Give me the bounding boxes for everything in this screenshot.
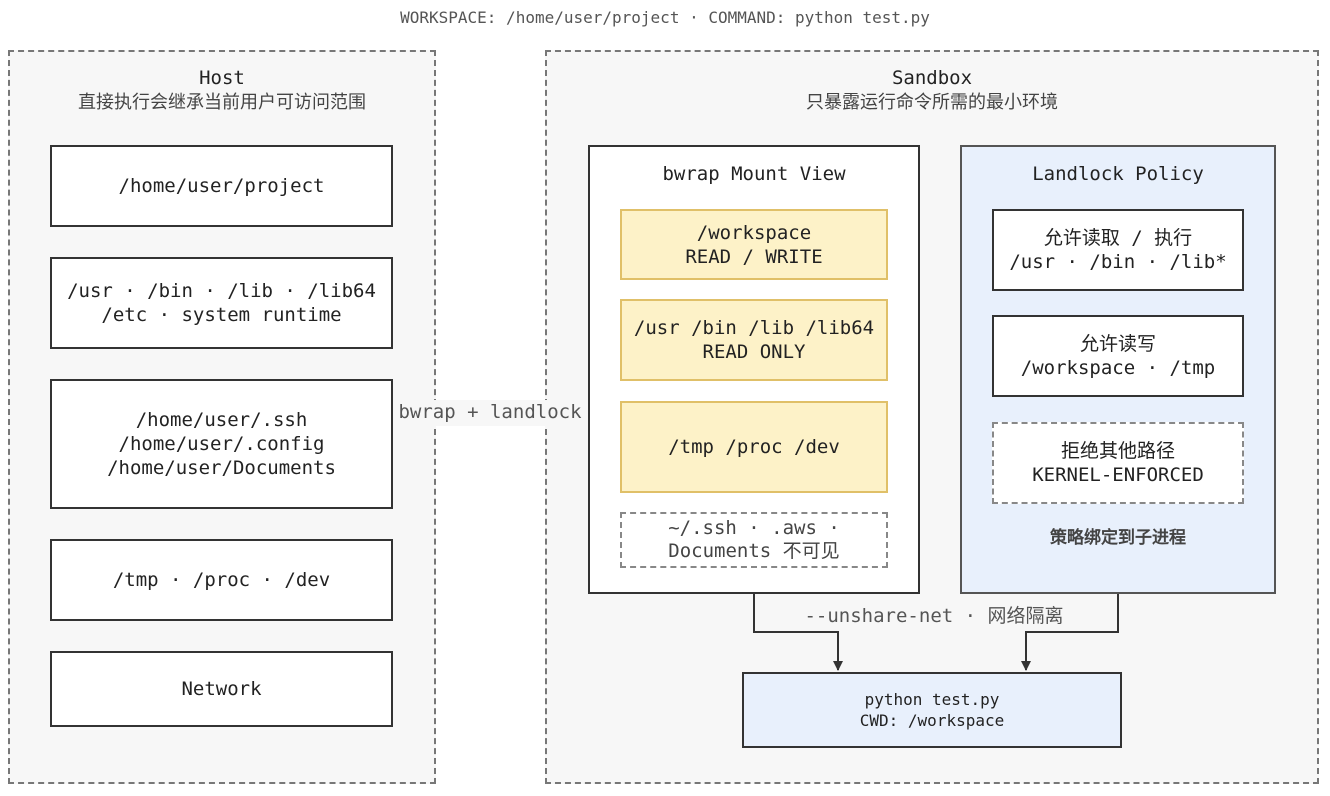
mount-system: /usr /bin /lib /lib64 READ ONLY [620,299,888,381]
sandbox-subtitle: 只暴露运行命令所需的最小环境 [806,92,1058,113]
policy-rule-read-exec: 允许读取 / 执行 /usr · /bin · /lib* [992,209,1244,291]
host-item-line: /tmp · /proc · /dev [112,569,331,591]
policy-rule-read-write: 允许读写 /workspace · /tmp [992,315,1244,397]
rule-paths: /usr · /bin · /lib* [1009,251,1227,273]
mount-path: /workspace [696,221,812,244]
rule-paths: /workspace · /tmp [1020,357,1216,379]
hidden-line: ~/.ssh · .aws · [668,517,840,539]
mount-hidden: ~/.ssh · .aws · Documents 不可见 [620,512,888,568]
rule-enforcement: KERNEL-ENFORCED [1032,464,1204,486]
host-item-secrets: /home/user/.ssh /home/user/.config /home… [50,379,393,509]
host-item-line: Network [181,678,262,700]
host-subtitle: 直接执行会继承当前用户可访问范围 [78,92,366,113]
host-item-line: /home/user/.ssh [135,409,308,431]
host-item-network: Network [50,651,393,727]
process-command: python test.py [864,690,1000,709]
process-box: python test.py CWD: /workspace [742,672,1122,748]
sandbox-title: Sandbox [891,67,973,89]
mount-path: /usr /bin /lib /lib64 [633,317,875,339]
mount-mode: READ / WRITE [685,245,823,268]
host-item-tmp: /tmp · /proc · /dev [50,539,393,621]
mount-mode: READ ONLY [702,341,806,363]
host-item-line: /home/user/.config [118,433,325,455]
rule-label: 拒绝其他路径 [1060,440,1175,462]
mount-workspace: /workspace READ / WRITE [620,209,888,280]
host-item-line: /usr · /bin · /lib · /lib64 [67,280,376,302]
bridge-label: bwrap + landlock [394,400,586,426]
host-item-project: /home/user/project [50,145,393,227]
rule-label: 允许读取 / 执行 [1043,227,1193,249]
landlock-policy-title: Landlock Policy [1032,163,1204,185]
network-isolation-text: --unshare-net · 网络隔离 [804,605,1064,627]
host-item-line: /home/user/Documents [107,457,336,479]
mount-path: /tmp /proc /dev [668,436,840,458]
process-cwd: CWD: /workspace [859,711,1005,730]
page-header: WORKSPACE: /home/user/project · COMMAND:… [400,8,930,27]
policy-note: 策略绑定到子进程 [1050,528,1186,548]
host-title: Host [199,67,245,89]
host-item-line: /home/user/project [118,175,325,197]
policy-rule-deny: 拒绝其他路径 KERNEL-ENFORCED [992,422,1244,504]
hidden-line: Documents 不可见 [668,540,840,562]
rule-label: 允许读写 [1079,333,1156,355]
mount-tmp: /tmp /proc /dev [620,401,888,493]
host-item-system: /usr · /bin · /lib · /lib64 /etc · syste… [50,257,393,349]
edge-mount-to-process [753,594,843,671]
network-isolation-label: --unshare-net · 网络隔离 [798,604,1070,630]
edge-policy-to-process [1021,594,1119,671]
mount-view-title: bwrap Mount View [662,163,846,185]
host-item-line: /etc · system runtime [101,304,342,326]
